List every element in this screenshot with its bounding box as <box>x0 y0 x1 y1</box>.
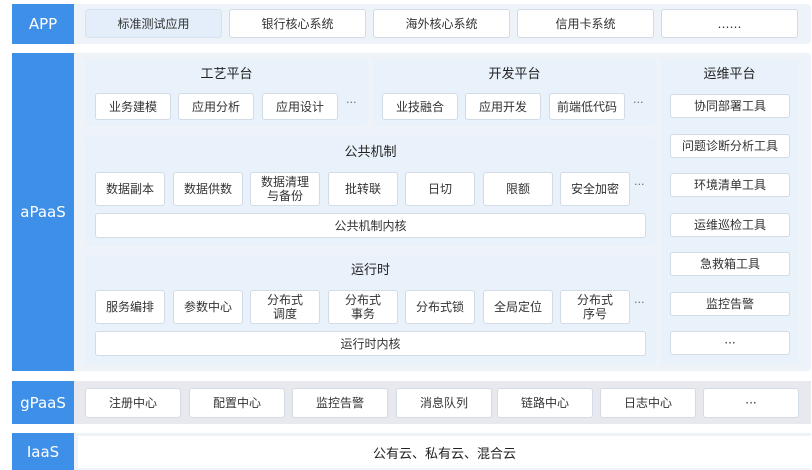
dev-more: ··· <box>633 96 644 109</box>
ops-item-more[interactable]: ··· <box>670 331 790 355</box>
craft-platform-title: 工艺平台 <box>200 66 253 82</box>
apaas-label: aPaaS <box>12 53 74 371</box>
common-mechanism-title: 公共机制 <box>344 144 397 160</box>
runtime-item-dist-lock[interactable]: 分布式锁 <box>405 290 475 324</box>
runtime-kernel[interactable]: 运行时内核 <box>95 331 646 356</box>
app-item-standard-test[interactable]: 标准测试应用 <box>85 9 222 38</box>
gpaas-item-config-center[interactable]: 配置中心 <box>189 388 285 418</box>
app-item-overseas-core[interactable]: 海外核心系统 <box>373 9 510 38</box>
common-item-batch-to-online[interactable]: 批转联 <box>328 172 398 206</box>
app-item-bank-core[interactable]: 银行核心系统 <box>229 9 366 38</box>
common-item-security-encryption[interactable]: 安全加密 <box>560 172 630 206</box>
gpaas-label: gPaaS <box>12 381 74 424</box>
runtime-more: ··· <box>634 296 645 309</box>
dev-item-low-code[interactable]: 前端低代码 <box>549 93 625 120</box>
dev-item-app-dev[interactable]: 应用开发 <box>465 93 541 120</box>
app-item-more[interactable]: …… <box>661 9 798 38</box>
gpaas-item-message-queue[interactable]: 消息队列 <box>396 388 492 418</box>
gpaas-item-monitor-alert[interactable]: 监控告警 <box>292 388 388 418</box>
craft-item-app-design[interactable]: 应用设计 <box>262 93 338 120</box>
ops-item-first-aid[interactable]: 急救箱工具 <box>670 252 790 276</box>
iaas-cloud-types: 公有云、私有云、混合云 <box>78 436 811 468</box>
runtime-item-dist-scheduling[interactable]: 分布式 调度 <box>250 290 320 324</box>
runtime-item-service-orchestration[interactable]: 服务编排 <box>95 290 165 324</box>
common-item-data-cleanup-backup[interactable]: 数据清理 与备份 <box>250 172 320 206</box>
craft-item-business-modeling[interactable]: 业务建模 <box>95 93 171 120</box>
common-item-data-replica[interactable]: 数据副本 <box>95 172 165 206</box>
ops-platform-title: 运维平台 <box>703 66 756 82</box>
dev-item-biz-tech-fusion[interactable]: 业技融合 <box>382 93 458 120</box>
runtime-item-dist-transaction[interactable]: 分布式 事务 <box>328 290 398 324</box>
gpaas-item-trace-center[interactable]: 链路中心 <box>497 388 593 418</box>
common-item-day-switch[interactable]: 日切 <box>405 172 475 206</box>
gpaas-item-log-center[interactable]: 日志中心 <box>600 388 696 418</box>
ops-item-env-inventory[interactable]: 环境清单工具 <box>670 173 790 197</box>
runtime-title: 运行时 <box>350 262 390 278</box>
dev-platform-title: 开发平台 <box>488 66 541 82</box>
ops-item-inspection[interactable]: 运维巡检工具 <box>670 213 790 237</box>
ops-item-collab-deploy[interactable]: 协同部署工具 <box>670 94 790 118</box>
runtime-item-param-center[interactable]: 参数中心 <box>173 290 243 324</box>
runtime-item-dist-sequence[interactable]: 分布式 序号 <box>560 290 630 324</box>
app-label: APP <box>12 4 74 44</box>
ops-item-diagnosis[interactable]: 问题诊断分析工具 <box>670 134 790 158</box>
iaas-label: IaaS <box>12 433 74 470</box>
common-item-data-supply[interactable]: 数据供数 <box>173 172 243 206</box>
craft-more: ··· <box>346 96 357 109</box>
common-item-quota[interactable]: 限额 <box>483 172 553 206</box>
ops-item-monitor-alert[interactable]: 监控告警 <box>670 292 790 316</box>
app-item-credit-card[interactable]: 信用卡系统 <box>517 9 654 38</box>
common-mechanism-kernel[interactable]: 公共机制内核 <box>95 213 646 238</box>
runtime-item-global-locate[interactable]: 全局定位 <box>483 290 553 324</box>
gpaas-item-registry[interactable]: 注册中心 <box>85 388 181 418</box>
craft-item-app-analysis[interactable]: 应用分析 <box>178 93 254 120</box>
gpaas-item-more[interactable]: ··· <box>703 388 799 418</box>
common-more: ··· <box>634 178 645 191</box>
